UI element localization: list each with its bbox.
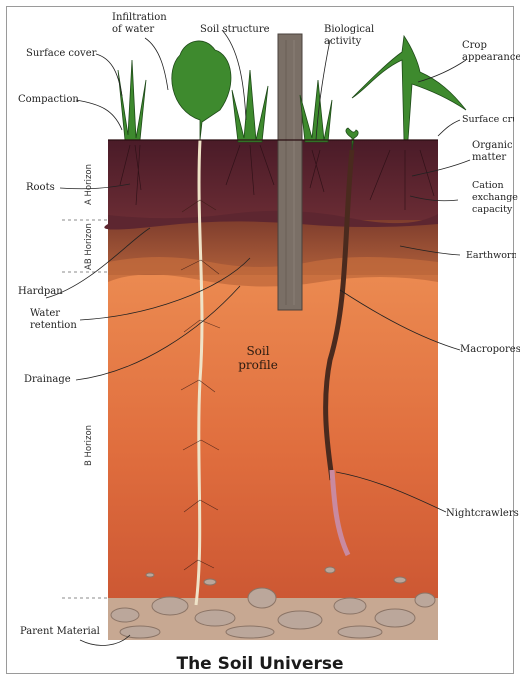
shrub — [172, 41, 231, 140]
label-organic-matter: Organic matter — [472, 140, 516, 164]
label-surface-cover: Surface cover — [26, 48, 116, 60]
label-infiltration: Infiltration of water — [112, 12, 172, 36]
page-title: The Soil Universe — [0, 654, 520, 674]
corn-plant — [352, 36, 466, 140]
label-nightcrawlers: Nightcrawlers — [446, 508, 516, 520]
fence-post — [278, 34, 302, 310]
label-a-horizon: A Horizon — [84, 164, 94, 205]
label-b-horizon: B Horizon — [84, 425, 94, 466]
grass-post — [300, 80, 332, 142]
label-surface-crust: Surface crust — [462, 114, 514, 126]
label-parent-material: Parent Material — [20, 626, 110, 638]
label-ab-horizon: AB Horizon — [84, 223, 94, 270]
label-crop-appearance: Crop appearance — [462, 40, 516, 64]
grass-left — [118, 60, 146, 140]
b-horizon-layer — [108, 262, 438, 602]
label-water-retention: Water retention — [30, 308, 86, 332]
soil-profile-line2: profile — [236, 358, 280, 372]
soil-profile-line1: Soil — [236, 344, 280, 358]
label-drainage: Drainage — [24, 374, 80, 386]
label-soil-structure: Soil structure — [200, 24, 276, 36]
label-biological-activity: Biological activity — [324, 24, 386, 48]
label-roots: Roots — [26, 182, 66, 194]
label-hardpan: Hardpan — [18, 286, 68, 298]
grass-middle — [232, 70, 268, 142]
label-compaction: Compaction — [18, 94, 88, 106]
a-horizon-layer — [108, 140, 438, 220]
label-earthworms: Earthworms — [466, 250, 516, 262]
soil-profile-label: Soil profile — [236, 344, 280, 372]
label-macropores: Macropores — [460, 344, 516, 356]
label-cation-exchange: Cation exchange capacity — [472, 180, 516, 216]
horizon-markers — [62, 220, 108, 598]
